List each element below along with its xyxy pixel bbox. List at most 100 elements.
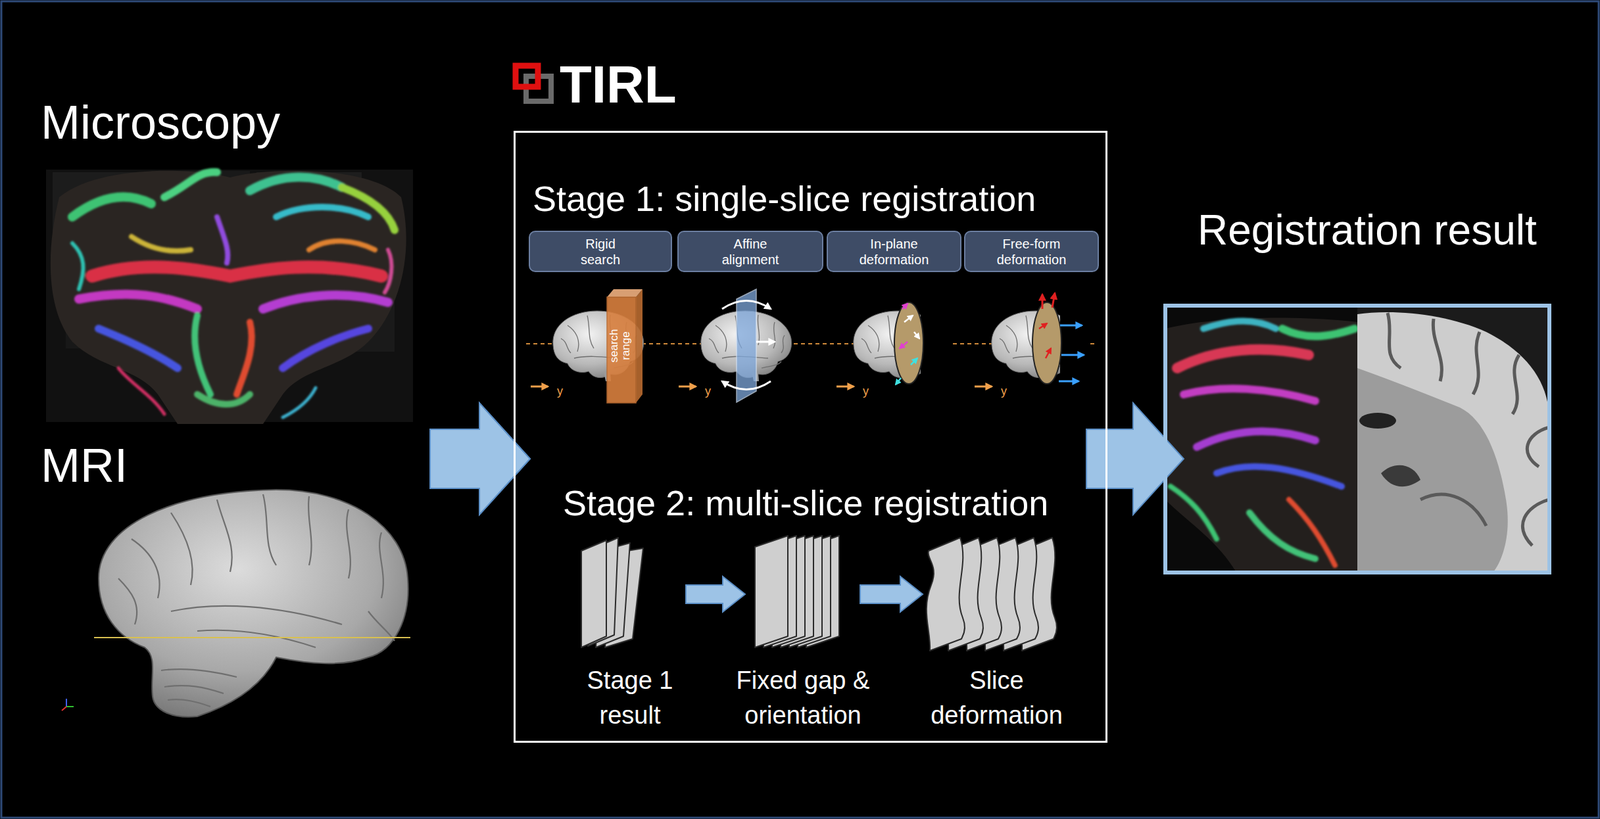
microscopy-image-part-part	[118, 368, 165, 415]
step-button: Rigid search	[528, 230, 673, 273]
stage1-illustration-part	[902, 303, 908, 310]
block-arrow	[685, 576, 746, 613]
microscopy-image-part-part	[72, 243, 84, 290]
mri-brain-render-part-part	[217, 499, 233, 573]
stage1-illustration-part	[606, 289, 643, 298]
stage1-illustration-part	[904, 315, 913, 323]
microscopy-image-part	[72, 172, 395, 418]
stage1-illustration-part	[722, 381, 771, 390]
microscopy-image-part-part	[282, 387, 316, 418]
mri-brain-render-part-part	[263, 494, 277, 566]
slice-stack: Fixed gap & orientation	[745, 535, 861, 654]
slice-stack: Slice deformation	[922, 535, 1071, 654]
result-image-part	[1357, 368, 1508, 573]
result-image-part-part	[1170, 486, 1217, 540]
microscopy-image-part-part	[164, 172, 218, 198]
result-image-part-part	[1196, 431, 1316, 448]
result-image	[1165, 305, 1550, 573]
block-arrow	[1086, 403, 1184, 515]
block-arrow	[860, 576, 923, 613]
stage1-illustration-part	[1039, 323, 1047, 329]
slice-stack: Stage 1 result	[574, 535, 686, 654]
stage1-illustration-part	[1032, 302, 1062, 385]
stage1-illustration-part	[736, 289, 757, 403]
stage1-illustration-part	[1045, 348, 1051, 359]
axis-label: y	[862, 385, 869, 398]
result-image-part-part	[1387, 313, 1401, 369]
step-button: Free-form deformation	[964, 230, 1099, 273]
step-label: Free-form deformation	[996, 236, 1068, 268]
stage1-illustration-part	[530, 386, 548, 388]
microscopy-image-part-part	[194, 315, 211, 395]
stage1-illustration-part	[678, 386, 696, 388]
stack-caption: Fixed gap & orientation	[724, 663, 882, 734]
stack-caption: Stage 1 result	[574, 663, 686, 734]
mri-brain-render-part	[98, 489, 409, 718]
image-panel: Microscopy	[40, 98, 413, 429]
microscopy-image-part-part	[217, 217, 228, 264]
slice-stacks	[581, 535, 1057, 652]
microscopy-image-part-part	[72, 197, 152, 218]
axis-label: y	[1000, 385, 1007, 398]
stage1-illustration-part	[1052, 293, 1055, 308]
mri-brain-render-part	[118, 494, 395, 707]
result-image-part	[1359, 412, 1397, 429]
mri-brain-render-part-part	[379, 532, 384, 599]
result-image-part-part	[1203, 320, 1276, 329]
mri-brain-render-part-part	[197, 630, 316, 648]
pipeline-box: TIRLStage 1: single-slice registrationSt…	[513, 130, 1108, 744]
stage1-illustration-part	[1060, 324, 1082, 327]
microscopy-image-part-part	[236, 322, 252, 395]
tirl-logo	[515, 65, 552, 102]
stage1-illustration-part	[722, 301, 771, 310]
panel-heading: Registration result	[1197, 209, 1537, 252]
stage-heading: Stage 2: multi-slice registration	[562, 485, 1049, 521]
stage1-illustration-part	[920, 299, 951, 387]
slice-stacks-part	[581, 540, 607, 648]
result-image-part	[1381, 465, 1421, 488]
range-label: search range	[608, 322, 632, 369]
stage1-illustration	[526, 289, 1097, 404]
microscopy-image-part-part	[276, 207, 369, 218]
step-button: Affine alignment	[677, 230, 824, 273]
mri-brain-render-part-part	[170, 512, 193, 586]
microscopy-image-part	[50, 170, 407, 425]
stack-caption: Slice deformation	[922, 663, 1071, 734]
mri-brain-render-part-part	[167, 699, 211, 707]
microscopy-image-part-part	[309, 241, 375, 250]
mri-brain-render-part-part	[346, 509, 351, 579]
stage1-illustration-part	[899, 341, 908, 349]
stage-heading: Stage 1: single-slice registration	[532, 180, 1036, 217]
stage1-illustration-part	[635, 289, 643, 404]
logo-text: TIRL	[559, 58, 677, 112]
stage1-illustration-part	[914, 332, 920, 339]
mri-brain-render-part-part	[131, 539, 160, 599]
step-label: Affine alignment	[714, 236, 786, 268]
mri-brain-render-part	[66, 706, 74, 708]
microscopy-image-part-part	[249, 176, 342, 191]
panel-heading: MRI	[40, 441, 128, 490]
stage1-illustration-part	[1060, 299, 1090, 387]
panel-heading: Microscopy	[40, 98, 281, 146]
microscopy-image-part-part	[197, 394, 250, 405]
microscopy-image-part-part	[78, 294, 198, 310]
mri-brain-render-part-part	[118, 578, 137, 625]
slice-stacks-part	[754, 535, 788, 648]
mri-brain-render-part	[94, 637, 411, 639]
mri-brain-render-part-part	[161, 669, 237, 678]
microscopy-image	[46, 169, 413, 425]
result-image-part-part	[1420, 494, 1487, 527]
microscopy-image-part-part	[92, 266, 382, 277]
stage1-illustration-part	[1041, 294, 1044, 310]
mri-brain-render	[61, 489, 411, 718]
result-image-part	[1165, 305, 1358, 573]
result-image-part	[1165, 317, 1358, 573]
stage1-illustration-part	[1058, 380, 1079, 383]
microscopy-image-part-part	[282, 328, 369, 369]
result-image-part-part	[1177, 349, 1309, 369]
step-label: In-plane deformation	[858, 236, 930, 268]
microscopy-image-part-part	[98, 328, 178, 369]
step-button: In-plane deformation	[826, 230, 962, 273]
microscopy-image-part-part	[131, 236, 191, 252]
